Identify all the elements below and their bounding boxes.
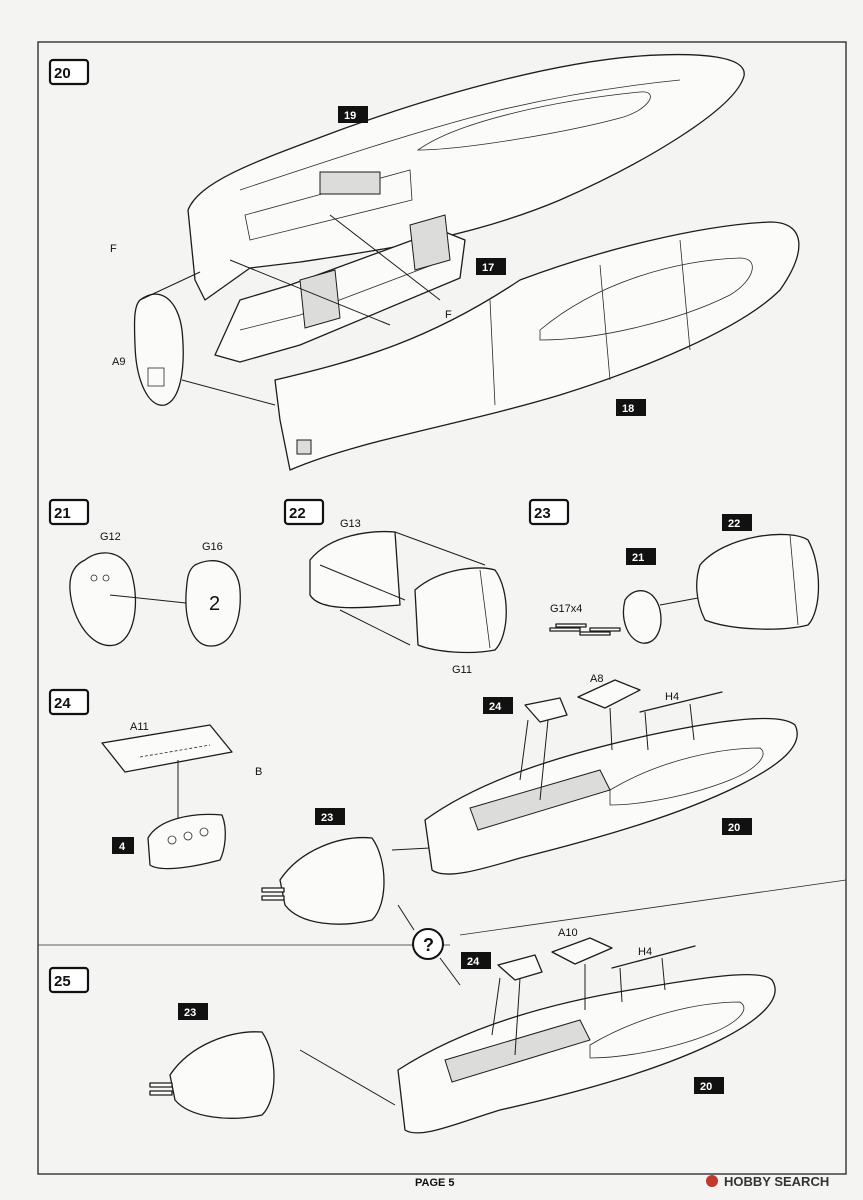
paint-ref-f: F [445, 309, 452, 321]
seat-part [524, 697, 568, 723]
instrument-panel-4 [147, 813, 226, 870]
step-24: 24 A11 B 4 23 20 24 A8 H4 [48, 673, 798, 925]
step-21: 21 G12 G16 2 [48, 498, 241, 647]
cowling-half-g11 [414, 567, 507, 654]
part-label-h4: H4 [665, 691, 679, 703]
step-number: 24 [54, 695, 71, 712]
page-number: PAGE 5 [415, 1177, 455, 1189]
assembly-arrow [181, 379, 276, 406]
part-number-mark: 2 [209, 593, 220, 615]
ref-23: 23 [184, 1007, 196, 1019]
fuselage-half-18 [274, 221, 800, 471]
cowling-half-g13 [309, 530, 401, 609]
cockpit-detail [319, 171, 381, 195]
panel-a10 [551, 937, 613, 965]
step-number: 22 [289, 505, 306, 522]
step-20: 20 19 17 18 F F A9 [48, 53, 800, 471]
page-frame [37, 41, 847, 1175]
part-label-h4: H4 [638, 946, 652, 958]
cockpit-tub-17 [214, 229, 466, 363]
hobby-search-logo-icon [706, 1175, 718, 1187]
bulkhead-g16 [185, 560, 241, 647]
part-label-g16: G16 [202, 541, 223, 553]
part-label-a11: A11 [130, 721, 149, 733]
part-label-g17: G17x4 [550, 603, 582, 615]
step-number: 23 [534, 505, 551, 522]
fuselage-assembly-20 [424, 717, 798, 875]
part-label-a10: A10 [558, 927, 578, 939]
step-number: 21 [54, 505, 71, 522]
engine-cowling-23 [169, 1031, 275, 1119]
bulkhead-21 [622, 590, 662, 644]
ref-17: 17 [482, 262, 494, 274]
antenna-h4 [639, 691, 723, 713]
bulkhead-g12 [69, 552, 137, 647]
part-label-g11: G11 [452, 664, 472, 676]
antenna-h4 [611, 945, 696, 969]
engine-cowling-23 [279, 836, 385, 925]
ref-22: 22 [728, 518, 740, 530]
panel-detail [296, 439, 312, 455]
step-22: 22 G13 G11 [283, 498, 507, 676]
panel-a11 [101, 724, 233, 773]
ref-20: 20 [728, 822, 740, 834]
step-number: 20 [54, 65, 71, 82]
step-number: 25 [54, 973, 71, 990]
step-25: 25 23 20 24 A10 H4 [48, 927, 776, 1134]
section-divider [459, 879, 847, 936]
ref-4: 4 [119, 841, 126, 853]
fuselage-assembly-20 [397, 973, 776, 1134]
ref-18: 18 [622, 403, 634, 415]
ref-24: 24 [489, 701, 502, 713]
ref-19: 19 [344, 110, 356, 122]
watermark-text: HOBBY SEARCH [724, 1174, 829, 1189]
part-label-a9: A9 [112, 356, 125, 368]
watermark: HOBBY SEARCH [706, 1174, 829, 1189]
ref-24: 24 [467, 956, 480, 968]
ref-20: 20 [700, 1081, 712, 1093]
nose-cap-a9 [133, 293, 184, 406]
part-label-a8: A8 [590, 673, 603, 685]
step-number-box [48, 58, 90, 86]
panel-a8 [577, 679, 641, 709]
exhaust-pins-g17 [549, 623, 621, 636]
seat-part [497, 954, 543, 981]
ref-23: 23 [321, 812, 333, 824]
part-label-g12: G12 [100, 531, 121, 543]
cowling-22 [696, 533, 820, 630]
question-mark: ? [423, 935, 434, 955]
ref-box [338, 106, 368, 123]
step-23: 23 22 21 G17x4 [528, 498, 820, 644]
ref-21: 21 [632, 552, 644, 564]
paint-ref-b: B [255, 766, 262, 778]
paint-ref-f: F [110, 243, 117, 255]
question-callout: ? [397, 904, 461, 986]
part-label-g13: G13 [340, 518, 361, 530]
